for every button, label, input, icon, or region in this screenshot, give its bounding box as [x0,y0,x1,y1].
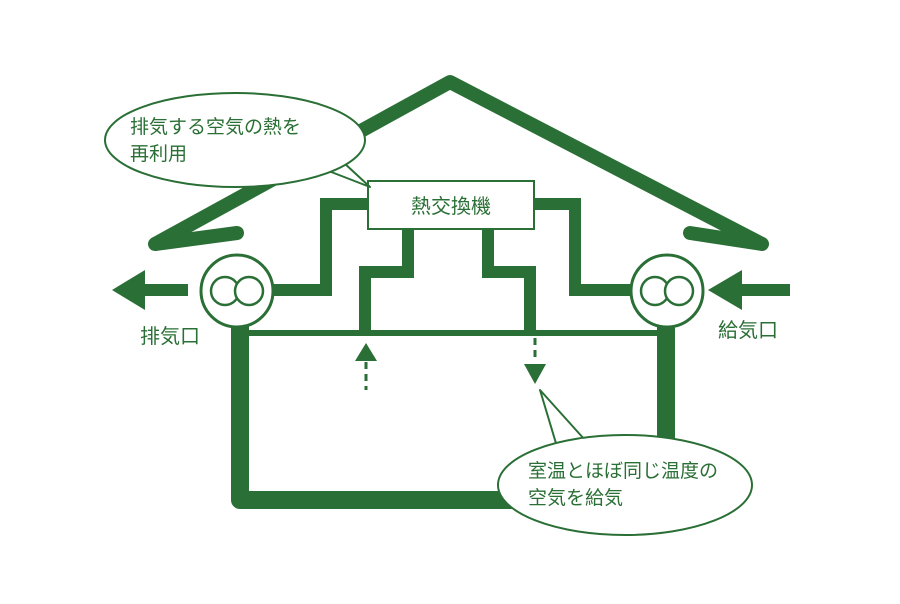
supply-port-label: 給気口 [718,318,778,342]
top-left-bubble-line1: 排気する空気の熱を [130,116,302,138]
top-left-bubble-text: 排気する空気の熱を 再利用 [130,114,301,168]
heat-exchanger-box [367,180,535,230]
indoor-intake-up-arrow-icon [355,343,377,390]
indoor-exhaust-duct [359,228,414,330]
supply-intake-duct [532,198,632,296]
bottom-right-bubble-line2: 空気を給気 [528,487,624,509]
top-left-bubble-line2: 再利用 [130,143,188,165]
indoor-supply-duct [482,228,536,330]
supply-left-arrow-icon [708,270,790,310]
top-left-speech-bubble [104,92,371,188]
bottom-right-speech-bubble [497,389,753,536]
house-walls [231,315,675,509]
bottom-right-bubble-line1: 室温とほぼ同じ温度の [528,460,719,482]
exhaust-outlet-duct [273,198,370,296]
exhaust-fan-icon [199,253,275,329]
heat-exchanger-label: 熱交換機 [411,194,491,218]
bottom-right-bubble-text: 室温とほぼ同じ温度の 空気を給気 [528,458,718,512]
supply-fan-icon [629,253,705,329]
indoor-supply-down-arrow-icon [524,338,546,384]
exhaust-left-arrow-icon [112,270,188,310]
exhaust-port-label: 排気口 [140,324,200,348]
roof-outline [148,75,769,251]
